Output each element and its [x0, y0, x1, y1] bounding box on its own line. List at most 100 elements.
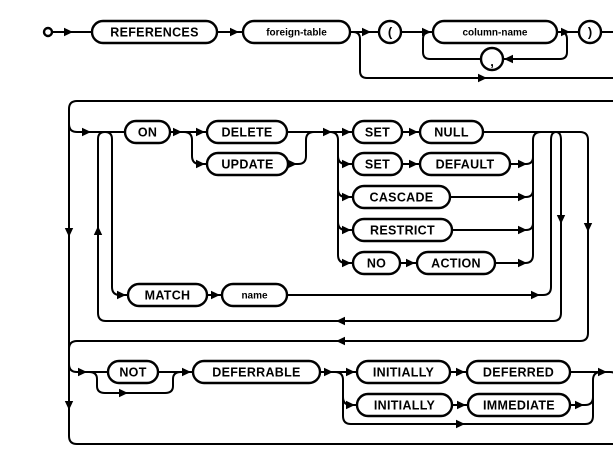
node-on: ON [123, 119, 172, 145]
node-start-terminal [42, 26, 54, 38]
connector-line [104, 131, 128, 296]
node-initially-2-label: INITIALLY [374, 399, 436, 413]
node-match: MATCH [126, 282, 209, 308]
arrowhead-icon [556, 215, 566, 224]
node-no-shape [351, 250, 402, 276]
node-deferrable-label: DEFERRABLE [212, 366, 300, 380]
start-terminal-icon [42, 26, 54, 38]
arrowhead-icon [323, 127, 332, 137]
arrowhead-icon [324, 367, 333, 377]
node-immediate: IMMEDIATE [466, 392, 572, 418]
node-delete-shape [205, 119, 289, 145]
arrowhead-icon [342, 258, 351, 268]
node-restrict-label: RESTRICT [370, 224, 435, 238]
arrowhead-icon [230, 27, 239, 37]
arrowhead-icon [531, 290, 540, 300]
node-immediate-label: IMMEDIATE [483, 399, 555, 413]
node-default-label: DEFAULT [436, 158, 495, 172]
node-deferred: DEFERRED [465, 359, 572, 385]
node-null-shape [418, 119, 485, 145]
node-update-label: UPDATE [221, 158, 273, 172]
arrowhead-icon [518, 159, 527, 169]
node-not-shape [106, 359, 160, 385]
arrowhead-icon [342, 192, 351, 202]
node-match-shape [126, 282, 209, 308]
arrowhead-icon [362, 27, 371, 37]
node-set-1-shape [351, 119, 404, 145]
node-not-label: NOT [119, 366, 146, 380]
node-comma: , [479, 46, 505, 72]
node-rparen: ) [577, 19, 603, 45]
arrowhead-icon [64, 401, 74, 410]
arrowhead-icon [117, 290, 126, 300]
node-set-2: SET [351, 151, 404, 177]
arrowhead-icon [346, 367, 355, 377]
node-initially-1: INITIALLY [355, 359, 452, 385]
arrowhead-icon [342, 225, 351, 235]
node-deferred-label: DEFERRED [483, 366, 554, 380]
arrowhead-icon [173, 127, 182, 137]
node-set-1: SET [351, 119, 404, 145]
arrowhead-icon [456, 419, 465, 429]
connector-line [97, 131, 562, 322]
node-deferred-shape [465, 359, 572, 385]
connector-line [288, 131, 315, 165]
arrowhead-icon [288, 159, 297, 169]
connector-line [68, 363, 108, 373]
connector-line [352, 31, 613, 79]
node-set-2-label: SET [365, 158, 390, 172]
node-restrict: RESTRICT [351, 217, 454, 243]
arrowheads [64, 27, 607, 429]
arrowhead-icon [336, 336, 345, 346]
arrowhead-icon [406, 258, 415, 268]
node-update-shape [205, 151, 290, 177]
arrowhead-icon [119, 388, 128, 398]
arrowhead-icon [409, 127, 418, 137]
node-comma-label: , [490, 54, 494, 69]
node-column-name-label: column-name [462, 28, 527, 39]
node-null-label: NULL [434, 126, 469, 140]
connector-line [287, 131, 557, 296]
connector-line [68, 131, 589, 350]
node-foreign-table-shape [241, 19, 352, 45]
node-set-2-shape [351, 151, 404, 177]
arrowhead-icon [336, 316, 345, 326]
arrowhead-icon [342, 159, 351, 169]
node-initially-2: INITIALLY [355, 392, 454, 418]
node-delete-label: DELETE [221, 126, 272, 140]
arrowhead-icon [518, 225, 527, 235]
node-default: DEFAULT [418, 151, 512, 177]
arrowhead-icon [504, 54, 513, 64]
node-cascade-label: CASCADE [370, 191, 434, 205]
node-deferrable: DEFERRABLE [191, 359, 322, 385]
arrowhead-icon [346, 400, 355, 410]
node-on-shape [123, 119, 172, 145]
node-match-label: MATCH [145, 289, 191, 303]
node-default-shape [418, 151, 512, 177]
node-lparen: ( [377, 19, 403, 45]
connector-line [183, 131, 207, 165]
arrowhead-icon [93, 226, 103, 235]
node-initially-1-shape [355, 359, 452, 385]
node-foreign-table: foreign-table [241, 19, 352, 45]
arrowhead-icon [598, 367, 607, 377]
arrowhead-icon [196, 127, 205, 137]
node-initially-2-shape [355, 392, 454, 418]
node-set-1-label: SET [365, 126, 390, 140]
arrowhead-icon [422, 27, 431, 37]
connector-line [88, 371, 182, 394]
arrowhead-icon [518, 192, 527, 202]
node-no-label: NO [367, 257, 386, 271]
arrowhead-icon [196, 159, 205, 169]
connector-line [570, 371, 602, 406]
node-delete: DELETE [205, 119, 289, 145]
node-update: UPDATE [205, 151, 290, 177]
node-column-name: column-name [431, 19, 559, 45]
node-references-shape [90, 19, 219, 45]
node-action-label: ACTION [431, 257, 481, 271]
arrowhead-icon [211, 290, 220, 300]
node-name: name [220, 282, 289, 308]
node-rparen-label: ) [588, 25, 592, 40]
